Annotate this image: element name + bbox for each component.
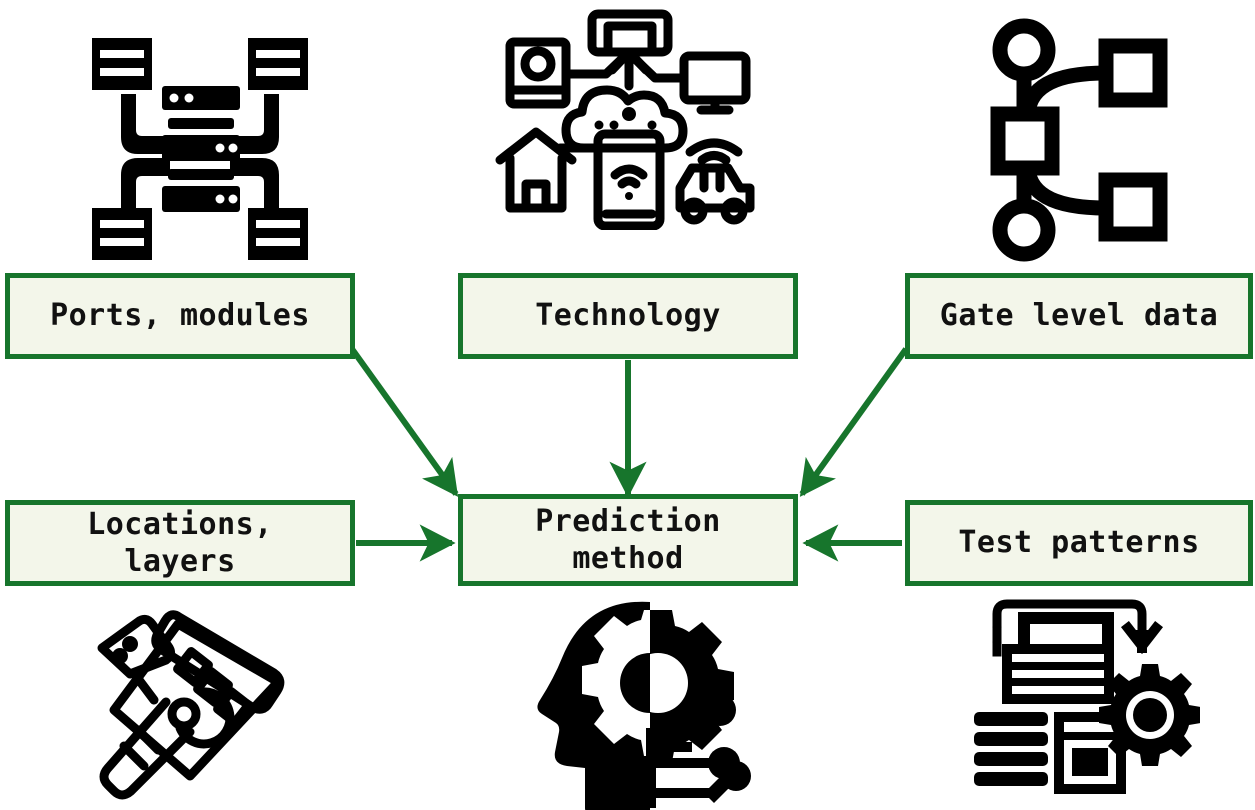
edge-gate-to-prediction	[799, 347, 909, 497]
node-ports-modules[interactable]: Ports, modules	[5, 273, 355, 359]
iot-cloud-icon	[488, 8, 756, 230]
node-gate-level-data[interactable]: Gate level data	[905, 273, 1253, 359]
layout-tools-icon	[78, 604, 306, 806]
node-locations-layers-label: Locations, layers	[87, 506, 273, 580]
node-gate-level-data-label: Gate level data	[939, 298, 1219, 334]
node-graph-icon	[968, 18, 1188, 262]
server-network-icon	[74, 22, 326, 262]
ai-head-gear-icon	[534, 598, 758, 810]
node-ports-modules-label: Ports, modules	[50, 298, 310, 334]
node-technology-label: Technology	[535, 298, 721, 334]
node-locations-layers[interactable]: Locations, layers	[5, 500, 355, 586]
node-technology[interactable]: Technology	[458, 273, 798, 359]
node-prediction-method-label: Prediction method	[535, 503, 721, 577]
node-prediction-method[interactable]: Prediction method	[458, 494, 798, 586]
node-test-patterns[interactable]: Test patterns	[905, 500, 1253, 586]
node-test-patterns-label: Test patterns	[958, 525, 1200, 561]
document-gear-icon	[962, 594, 1200, 808]
edge-ports-to-prediction	[349, 347, 459, 497]
